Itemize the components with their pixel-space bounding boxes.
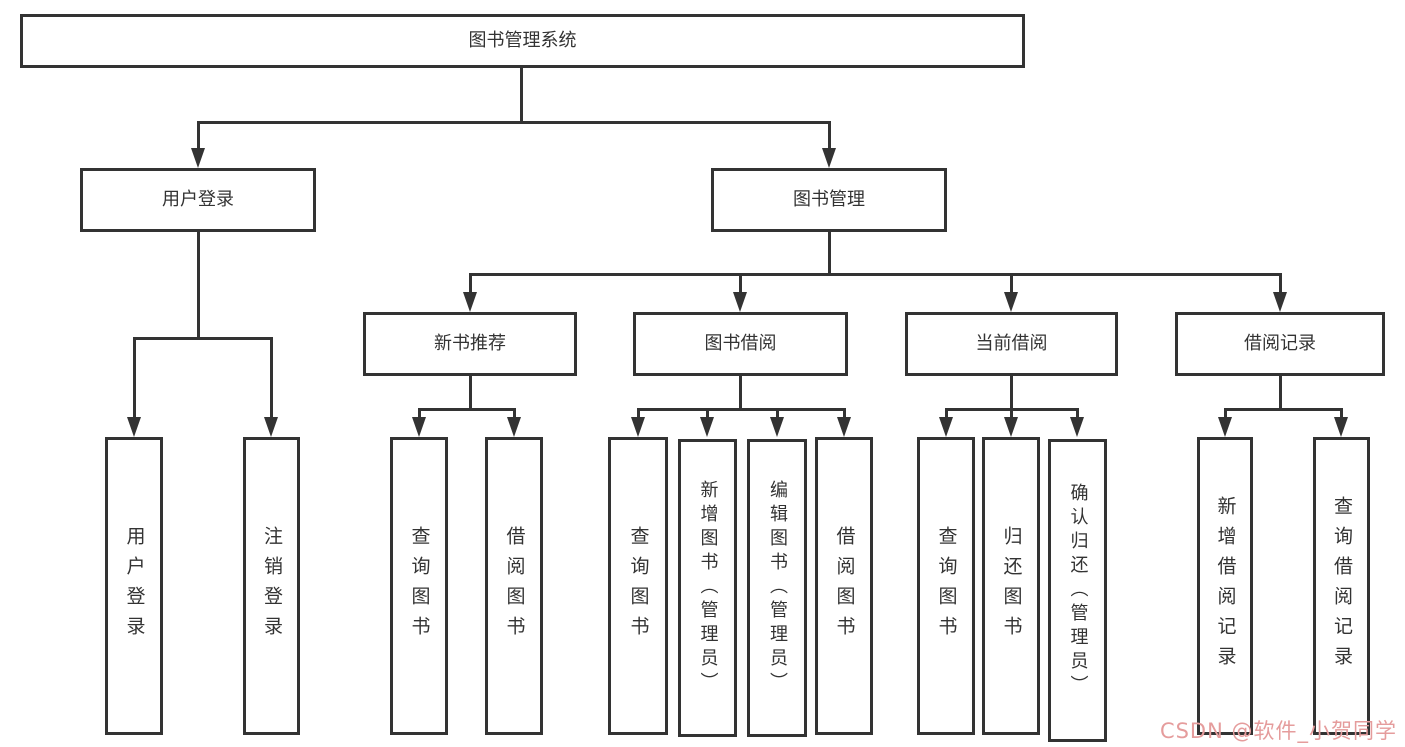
leaf-add-borrow-record: 新增借阅记录 xyxy=(1197,437,1253,735)
connector-vline xyxy=(828,232,831,273)
leaf-user-login: 用户登录 xyxy=(105,437,163,735)
connector-vline xyxy=(197,232,200,337)
node-borrowing-records: 借阅记录 xyxy=(1175,312,1385,376)
arrow-down xyxy=(191,121,205,168)
node-book-borrowing: 图书借阅 xyxy=(633,312,848,376)
leaf-confirm-return-admin: 确认归还（管理员） xyxy=(1048,439,1107,742)
node-current-borrowing: 当前借阅 xyxy=(905,312,1118,376)
leaf-query-borrow-record: 查询借阅记录 xyxy=(1313,437,1370,735)
arrow-down xyxy=(1070,408,1084,437)
node-new-book-recommendation: 新书推荐 xyxy=(363,312,577,376)
arrow-down xyxy=(1334,408,1348,437)
connector-vline xyxy=(520,68,523,121)
leaf-query-books-borrowing: 查询图书 xyxy=(608,437,668,735)
connector-hline xyxy=(133,337,273,340)
arrow-down xyxy=(412,408,426,437)
watermark: CSDN @软件_小贺同学 xyxy=(1159,719,1397,743)
arrow-down xyxy=(631,408,645,437)
connector-hline xyxy=(197,121,831,124)
arrow-down xyxy=(264,337,278,437)
arrow-down xyxy=(1273,273,1287,312)
arrow-down xyxy=(770,408,784,437)
arrow-down xyxy=(733,273,747,312)
arrow-down xyxy=(1004,408,1018,437)
connector-hline xyxy=(1224,408,1343,411)
leaf-add-books-admin: 新增图书（管理员） xyxy=(678,439,737,737)
connector-vline xyxy=(1279,376,1282,408)
connector-vline xyxy=(1010,376,1013,408)
connector-hline xyxy=(469,273,1282,276)
node-library-system: 图书管理系统 xyxy=(20,14,1025,68)
arrow-down xyxy=(1218,408,1232,437)
arrow-down xyxy=(507,408,521,437)
arrow-down xyxy=(700,408,714,437)
arrow-down xyxy=(837,408,851,437)
leaf-borrow-books-borrowing: 借阅图书 xyxy=(815,437,873,735)
arrow-down xyxy=(939,408,953,437)
arrow-down xyxy=(463,273,477,312)
arrow-down xyxy=(822,121,836,168)
leaf-borrow-books-recommend: 借阅图书 xyxy=(485,437,543,735)
leaf-edit-books-admin: 编辑图书（管理员） xyxy=(747,439,807,737)
leaf-query-books-current: 查询图书 xyxy=(917,437,975,735)
leaf-return-books: 归还图书 xyxy=(982,437,1040,735)
node-user-login: 用户登录 xyxy=(80,168,316,232)
connector-vline xyxy=(469,376,472,408)
connector-hline xyxy=(418,408,516,411)
connector-hline xyxy=(637,408,846,411)
connector-vline xyxy=(739,376,742,408)
node-book-management: 图书管理 xyxy=(711,168,947,232)
arrow-down xyxy=(127,337,141,437)
leaf-logout: 注销登录 xyxy=(243,437,300,735)
leaf-query-books-recommend: 查询图书 xyxy=(390,437,448,735)
arrow-down xyxy=(1004,273,1018,312)
